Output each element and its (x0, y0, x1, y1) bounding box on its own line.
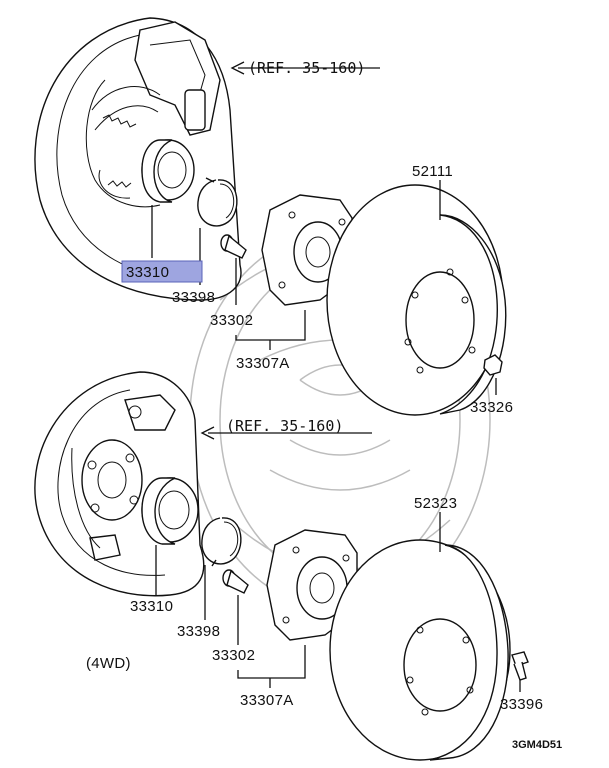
part-label-33302-top[interactable]: 33302 (210, 312, 253, 329)
part-label-33326[interactable]: 33326 (470, 399, 513, 416)
part-label-33307a-bottom[interactable]: 33307A (240, 692, 294, 709)
nut-33326 (483, 354, 503, 376)
bearing-top (141, 139, 195, 203)
brake-disc-top (326, 184, 507, 416)
wheel-hub-bottom (266, 529, 358, 641)
part-label-33302-bottom[interactable]: 33302 (212, 647, 255, 664)
part-label-33396[interactable]: 33396 (500, 696, 543, 713)
part-label-52111[interactable]: 52111 (412, 163, 453, 180)
selected-part-highlight[interactable] (121, 260, 203, 283)
brake-drum-bottom (329, 539, 511, 761)
part-label-33307a-top[interactable]: 33307A (236, 355, 290, 372)
part-label-52323[interactable]: 52323 (414, 495, 457, 512)
leader-lines-top (151, 61, 497, 395)
part-label-33310-top[interactable]: 33310 (126, 264, 169, 281)
hub-bolt-top (220, 234, 247, 259)
variant-label-4wd: (4WD) (86, 655, 131, 672)
part-label-33398-top[interactable]: 33398 (172, 289, 215, 306)
figure-code: 3GM4D51 (512, 739, 562, 751)
snap-ring-top (197, 177, 238, 227)
bearing-bottom (141, 477, 199, 545)
ref-label-bottom[interactable]: (REF. 35-160) (226, 417, 343, 435)
brake-caliper-top (134, 21, 221, 136)
brake-shoes-top (91, 86, 161, 199)
screw-33396 (511, 651, 529, 681)
part-label-33310-bottom[interactable]: 33310 (130, 598, 173, 615)
snap-ring-bottom (201, 517, 242, 567)
part-label-33398-bottom[interactable]: 33398 (177, 623, 220, 640)
hub-bolt-bottom (222, 569, 249, 594)
ref-label-top[interactable]: (REF. 35-160) (248, 59, 365, 77)
leader-lines-bottom (155, 426, 521, 692)
